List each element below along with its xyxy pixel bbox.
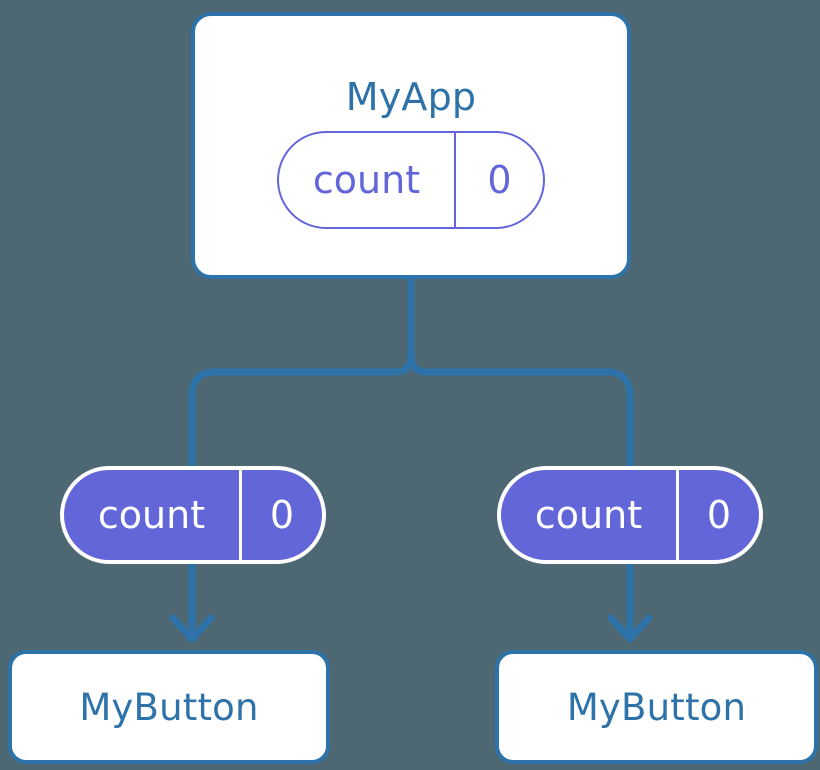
- prop-pill-left-key: count: [97, 493, 206, 537]
- component-card-myapp[interactable]: MyApp: [191, 12, 631, 279]
- state-flow-split: [240, 351, 415, 376]
- component-title-myapp: MyApp: [345, 75, 477, 119]
- state-flow-branch-right: [582, 368, 634, 470]
- prop-pill-right[interactable]: count 0: [497, 466, 763, 564]
- state-flow-split-right: [407, 351, 582, 376]
- state-pill-root-key: count: [312, 158, 421, 202]
- component-card-mybutton-right[interactable]: MyButton: [495, 650, 818, 764]
- component-title-mybutton-left: MyButton: [79, 685, 259, 729]
- prop-pill-right-key: count: [534, 493, 643, 537]
- state-pill-root[interactable]: count 0: [277, 131, 545, 229]
- state-pill-root-value: 0: [454, 133, 543, 227]
- prop-arrow-right-head: [607, 614, 653, 643]
- prop-pill-left[interactable]: count 0: [60, 466, 326, 564]
- state-flow-branch-left: [188, 368, 240, 470]
- prop-pill-left-value: 0: [239, 470, 322, 560]
- prop-pill-right-value: 0: [676, 470, 759, 560]
- component-card-mybutton-left[interactable]: MyButton: [8, 650, 330, 764]
- prop-arrow-left-head: [169, 614, 215, 643]
- component-title-mybutton-right: MyButton: [566, 685, 747, 729]
